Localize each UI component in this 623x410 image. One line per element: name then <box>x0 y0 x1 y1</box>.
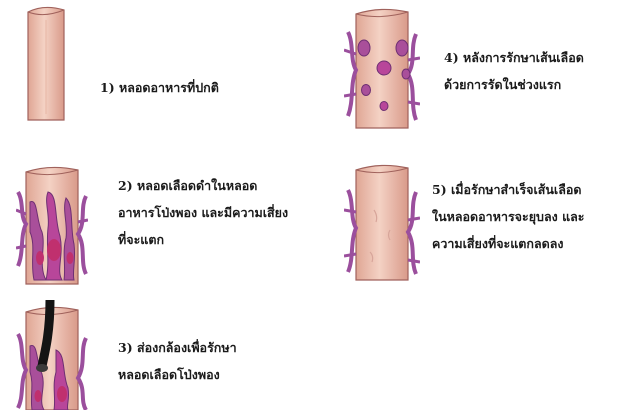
step-2-caption: 2) หลอดเลือดดำในหลอด อาหารโป่งพอง และมีค… <box>118 172 288 253</box>
caption-line: ในหลอดอาหารจะยุบลง และ <box>432 209 585 224</box>
esophagus-normal-icon <box>27 6 65 121</box>
esophagus-healed-icon <box>344 164 420 281</box>
caption-line: 2) หลอดเลือดดำในหลอด <box>118 178 258 193</box>
caption-line: 4) หลังการรักษาเส้นเลือด <box>444 50 584 65</box>
esophagus-banded-icon <box>344 8 420 129</box>
endoscope-varices-icon <box>16 300 88 410</box>
step-1-caption: 1) หลอดอาหารที่ปกติ <box>100 74 219 101</box>
caption-line: ที่จะแตก <box>118 232 165 247</box>
caption-line: 5) เมื่อรักษาสำเร็จเส้นเลือด <box>432 182 582 197</box>
caption-line: 3) ส่องกล้องเพื่อรักษา <box>118 340 237 355</box>
step-3-caption: 3) ส่องกล้องเพื่อรักษา หลอดเลือดโป่งพอง <box>118 334 237 388</box>
caption-line: ความเสี่ยงที่จะแตกลดลง <box>432 236 564 251</box>
step-5-caption: 5) เมื่อรักษาสำเร็จเส้นเลือด ในหลอดอาหาร… <box>432 176 585 257</box>
esophagus-varices-icon <box>16 166 88 285</box>
caption-line: ด้วยการรัดในช่วงแรก <box>444 77 562 92</box>
caption-line: หลอดเลือดโป่งพอง <box>118 367 220 382</box>
caption-line: อาหารโป่งพอง และมีความเสี่ยง <box>118 205 289 220</box>
step-4-caption: 4) หลังการรักษาเส้นเลือด ด้วยการรัดในช่ว… <box>444 44 584 98</box>
caption-line: 1) หลอดอาหารที่ปกติ <box>100 80 219 95</box>
